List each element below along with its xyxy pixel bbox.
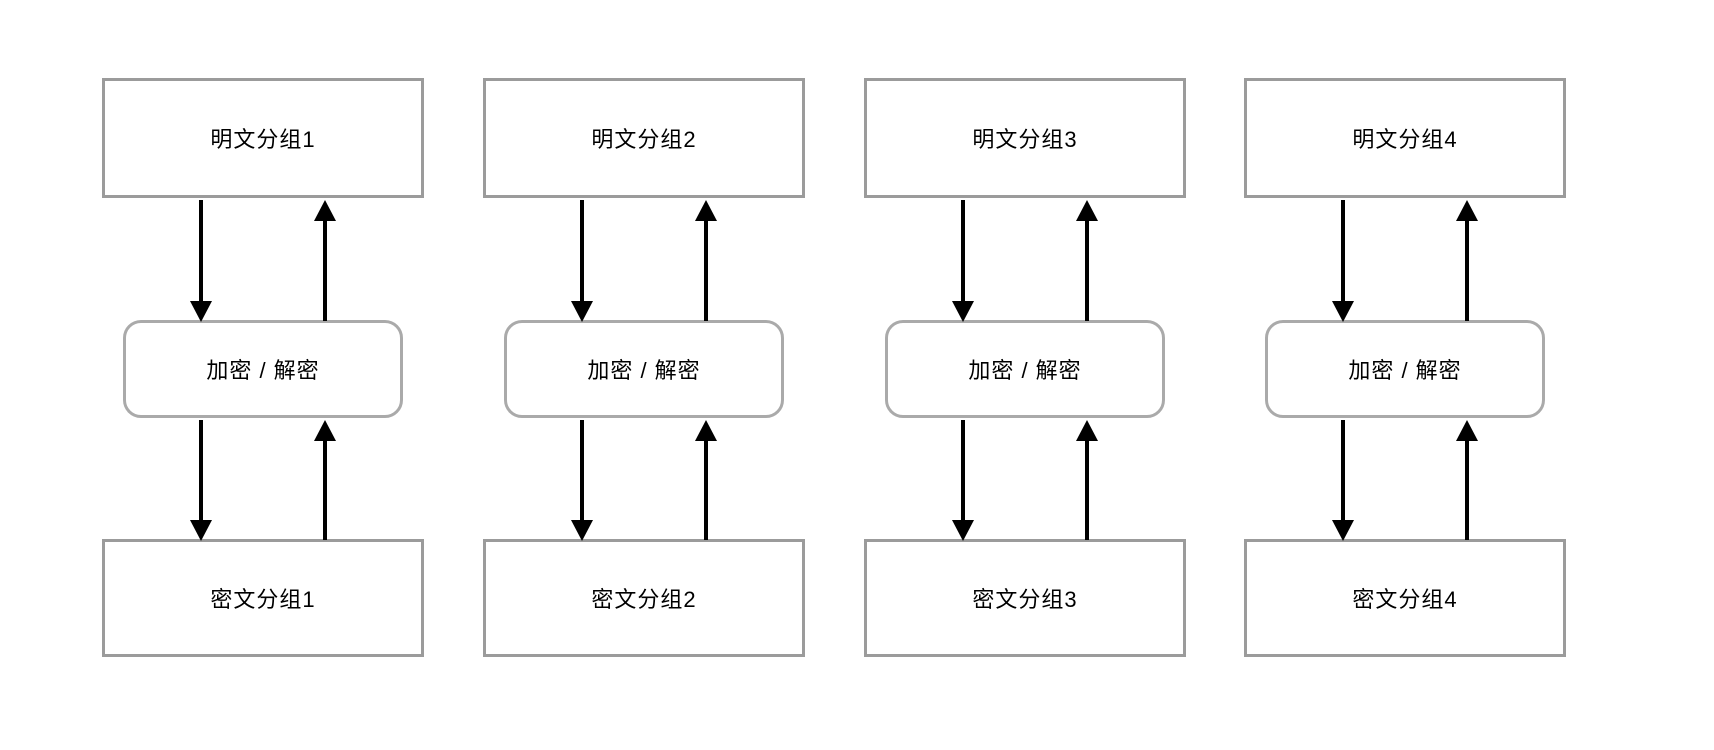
plaintext-block-4: 明文分组4 — [1244, 78, 1566, 198]
cipher-column-3: 明文分组3 加密 / 解密 密文分组3 — [864, 0, 1186, 750]
ciphertext-block-2-label: 密文分组2 — [591, 587, 697, 612]
plaintext-block-3: 明文分组3 — [864, 78, 1186, 198]
plaintext-block-3-label: 明文分组3 — [972, 127, 1078, 152]
down-arrow-icon — [1332, 200, 1354, 322]
up-arrow-icon — [1456, 200, 1478, 321]
ciphertext-block-1-label: 密文分组1 — [210, 587, 316, 612]
down-arrow-icon — [952, 420, 974, 541]
plaintext-block-2: 明文分组2 — [483, 78, 805, 198]
down-arrow-icon — [1332, 420, 1354, 541]
encrypt-decrypt-box-4: 加密 / 解密 — [1265, 320, 1545, 418]
plaintext-block-1: 明文分组1 — [102, 78, 424, 198]
cipher-column-2: 明文分组2 加密 / 解密 密文分组2 — [483, 0, 805, 750]
ciphertext-block-3-label: 密文分组3 — [972, 587, 1078, 612]
up-arrow-icon — [1076, 420, 1098, 540]
plaintext-block-2-label: 明文分组2 — [591, 127, 697, 152]
encrypt-decrypt-box-2: 加密 / 解密 — [504, 320, 784, 418]
encrypt-decrypt-box-1: 加密 / 解密 — [123, 320, 403, 418]
encrypt-decrypt-label-1: 加密 / 解密 — [206, 358, 320, 383]
encrypt-decrypt-label-4: 加密 / 解密 — [1348, 358, 1462, 383]
encrypt-decrypt-box-3: 加密 / 解密 — [885, 320, 1165, 418]
down-arrow-icon — [952, 200, 974, 322]
ciphertext-block-4-label: 密文分组4 — [1352, 587, 1458, 612]
ciphertext-block-3: 密文分组3 — [864, 539, 1186, 657]
up-arrow-icon — [314, 200, 336, 321]
encrypt-decrypt-label-3: 加密 / 解密 — [968, 358, 1082, 383]
plaintext-block-4-label: 明文分组4 — [1352, 127, 1458, 152]
down-arrow-icon — [190, 200, 212, 322]
ciphertext-block-1: 密文分组1 — [102, 539, 424, 657]
up-arrow-icon — [1076, 200, 1098, 321]
up-arrow-icon — [695, 420, 717, 540]
down-arrow-icon — [571, 200, 593, 322]
ciphertext-block-2: 密文分组2 — [483, 539, 805, 657]
down-arrow-icon — [190, 420, 212, 541]
up-arrow-icon — [695, 200, 717, 321]
encrypt-decrypt-label-2: 加密 / 解密 — [587, 358, 701, 383]
plaintext-block-1-label: 明文分组1 — [210, 127, 316, 152]
down-arrow-icon — [571, 420, 593, 541]
up-arrow-icon — [1456, 420, 1478, 540]
ciphertext-block-4: 密文分组4 — [1244, 539, 1566, 657]
up-arrow-icon — [314, 420, 336, 540]
cipher-column-1: 明文分组1 加密 / 解密 密文分组1 — [102, 0, 424, 750]
cipher-column-4: 明文分组4 加密 / 解密 密文分组4 — [1244, 0, 1566, 750]
